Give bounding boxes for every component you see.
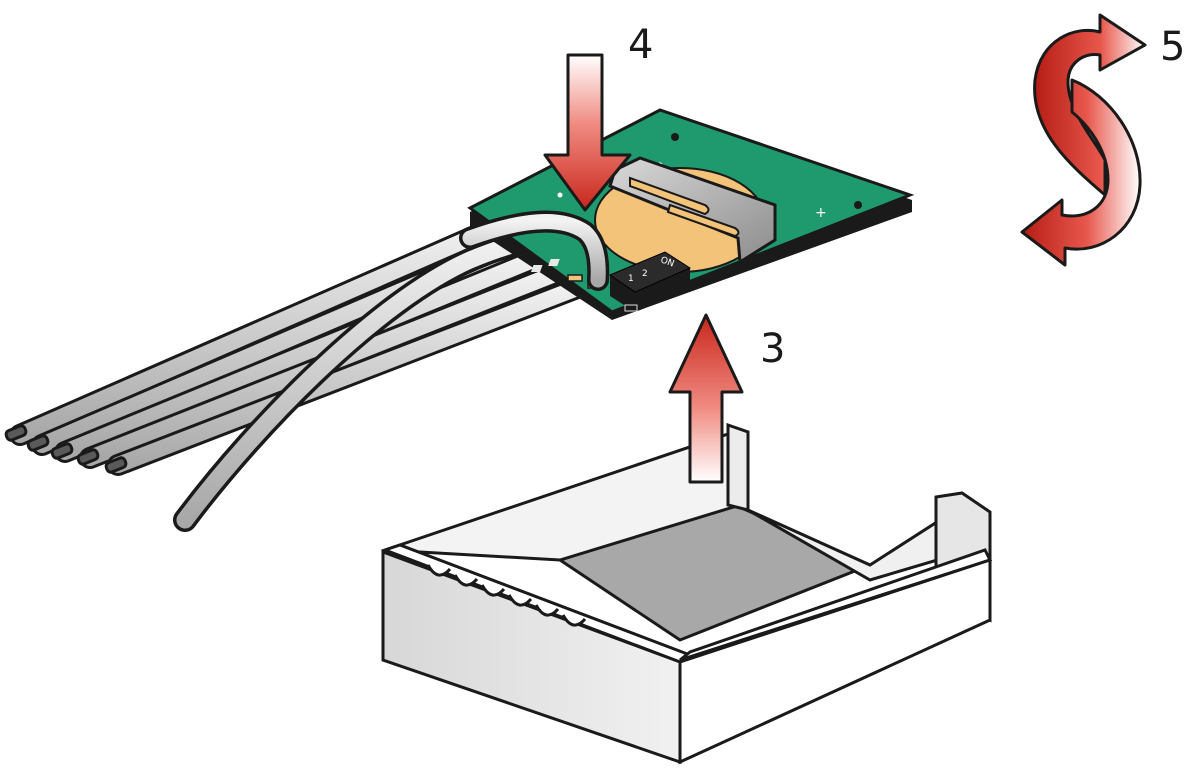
rotation-arrow-step-5 xyxy=(1022,15,1145,265)
step-3-label: 3 xyxy=(760,326,785,372)
mounting-hole xyxy=(558,193,563,198)
tray-housing xyxy=(383,425,990,762)
dip-pos2-label: 2 xyxy=(642,269,648,279)
tray-back-post xyxy=(728,425,748,510)
mounting-hole xyxy=(854,201,862,209)
mounting-hole xyxy=(671,133,679,141)
cable-bundle xyxy=(5,225,598,520)
solder-pad xyxy=(568,275,582,281)
step-4-label: 4 xyxy=(628,22,653,68)
dip-pos1-label: 1 xyxy=(628,274,634,284)
smd-component xyxy=(625,305,637,311)
step-5-label: 5 xyxy=(1160,24,1185,70)
pcb-plus-marking: + xyxy=(815,205,827,221)
